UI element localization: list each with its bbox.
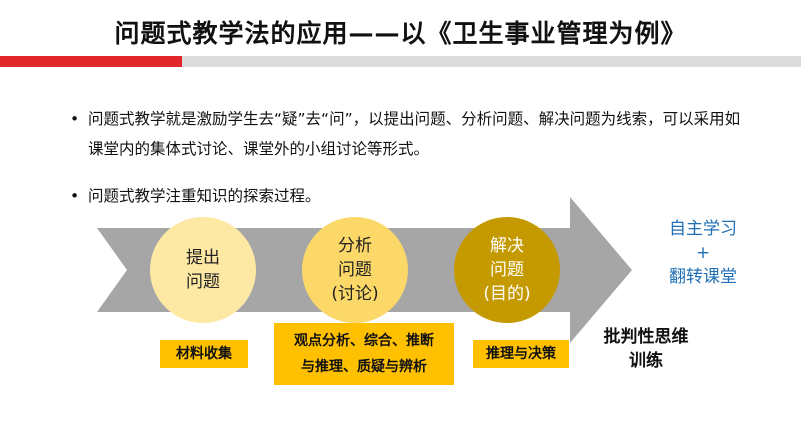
step-analyze-problem: 分析 问题 (讨论) [302,217,408,323]
activity-box: 观点分析、综合、推断 与推理、质疑与辨析 [274,323,454,385]
outcome-label: 自主学习 + 翻转课堂 [648,217,758,289]
page-title: 问题式教学法的应用——以《卫生事业管理为例》 [114,19,687,48]
critical-thinking-label: 批判性思维 训练 [586,325,706,373]
outcome-plus: + [695,243,711,263]
step-solve-problem: 解决 问题 (目的) [454,217,560,323]
bullet-item: • 问题式教学就是激励学生去“疑”去“问”，以提出问题、分析问题、解决问题为线索… [70,104,750,164]
activity-box: 推理与决策 [473,340,569,368]
step-label: 问题 [338,260,372,280]
activity-text: 材料收集 [176,346,232,362]
step-note: (目的) [483,284,531,304]
step-label: 问题 [490,260,524,280]
step-label: 问题 [186,272,220,292]
step-label: 提出 [186,248,220,268]
outcome-line: 翻转课堂 [669,267,737,287]
bullet-dot: • [70,110,80,128]
step-note: (讨论) [331,284,379,304]
step-identify-problem: 提出 问题 [150,217,256,323]
activity-text: 观点分析、综合、推断 [294,333,434,349]
title-rule-accent [0,56,182,67]
activity-text: 推理与决策 [486,346,556,362]
bullet-dot: • [70,187,80,205]
step-label: 分析 [338,236,372,256]
activity-box: 材料收集 [160,340,248,368]
step-label: 解决 [490,236,524,256]
activity-text: 与推理、质疑与辨析 [301,359,427,375]
outcome-line: 自主学习 [669,219,737,239]
bullet-item: • 问题式教学注重知识的探索过程。 [70,181,750,211]
bullet-text: 问题式教学就是激励学生去“疑”去“问”，以提出问题、分析问题、解决问题为线索，可… [88,110,741,158]
critical-line: 批判性思维 [603,327,689,347]
title-rule [182,56,801,67]
critical-line: 训练 [629,351,663,371]
bullet-text: 问题式教学注重知识的探索过程。 [88,187,321,205]
